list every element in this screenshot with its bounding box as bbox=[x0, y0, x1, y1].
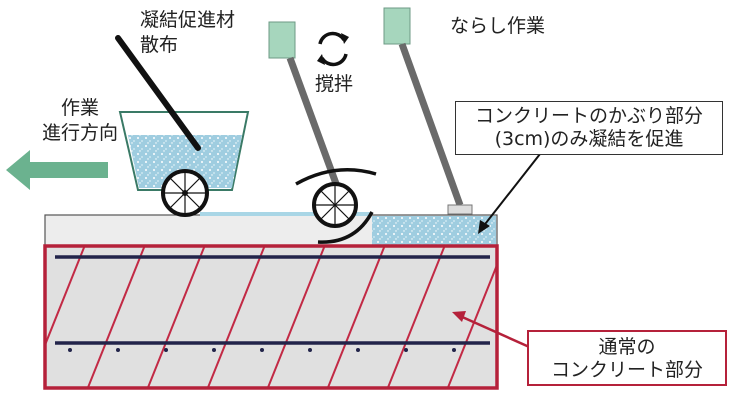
spreader-cart bbox=[118, 111, 250, 217]
direction-arrow bbox=[6, 150, 108, 190]
level-label: ならし作業 bbox=[450, 15, 546, 37]
sprayed-film bbox=[200, 212, 372, 216]
normal-callout-box: 通常の コンクリート部分 bbox=[527, 330, 727, 386]
normal-callout-line1: 通常の bbox=[598, 336, 656, 358]
cover-callout-line2: (3cm)のみ凝結を促進 bbox=[494, 128, 684, 150]
cover-callout-line1: コンクリートのかぶり部分 bbox=[474, 105, 703, 127]
spread-label-line2: 散布 bbox=[140, 34, 179, 56]
normal-callout-line2: コンクリート部分 bbox=[550, 359, 703, 381]
direction-label-line1: 作業 bbox=[61, 97, 100, 119]
spread-label-line1: 凝結促進材 bbox=[140, 9, 236, 31]
stirring-roller bbox=[268, 21, 377, 244]
rebar-hatching bbox=[45, 245, 497, 388]
leveling-tool bbox=[383, 7, 473, 215]
spreader-handle bbox=[115, 35, 201, 151]
cover-callout-pointer bbox=[481, 153, 541, 229]
cover-callout-box: コンクリートのかぶり部分 (3cm)のみ凝結を促進 bbox=[455, 101, 723, 155]
rotate-arrows-icon bbox=[317, 31, 349, 67]
stir-label: 撹拌 bbox=[315, 73, 354, 95]
rebar-dots bbox=[68, 348, 456, 352]
treated-cover-zone bbox=[372, 216, 496, 245]
direction-label-line2: 進行方向 bbox=[42, 122, 119, 144]
normal-concrete-body bbox=[45, 246, 497, 388]
spread-label: 凝結促進材 散布 bbox=[140, 8, 235, 58]
normal-concrete-frame bbox=[43, 244, 499, 390]
direction-label: 作業 進行方向 bbox=[42, 96, 118, 146]
